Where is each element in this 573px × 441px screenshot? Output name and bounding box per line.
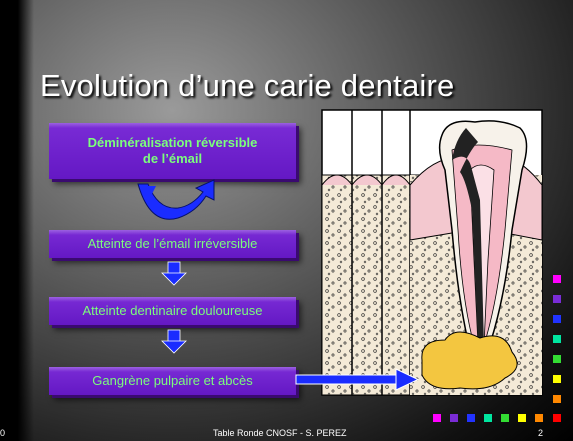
footer-left-fragment: 0 <box>0 428 5 438</box>
step-demineralisation-box: Déminéralisation réversible de l’émail <box>49 123 296 179</box>
step-gangrene-box: Gangrène pulpaire et abcès <box>49 367 296 395</box>
step-dentin-box: Atteinte dentinaire douloureuse <box>49 297 296 325</box>
step1-line1: Déminéralisation réversible <box>88 135 258 151</box>
step1-line2: de l’émail <box>88 151 258 167</box>
abscess <box>422 332 517 389</box>
step3-label: Atteinte dentinaire douloureuse <box>83 303 263 319</box>
footer-credit: Table Ronde CNOSF - S. PEREZ <box>213 428 347 438</box>
page-number: 2 <box>538 428 543 438</box>
step-enamel-box: Atteinte de l’émail irréversible <box>49 230 296 258</box>
step4-label: Gangrène pulpaire et abcès <box>92 373 252 389</box>
step2-label: Atteinte de l’émail irréversible <box>88 236 258 252</box>
